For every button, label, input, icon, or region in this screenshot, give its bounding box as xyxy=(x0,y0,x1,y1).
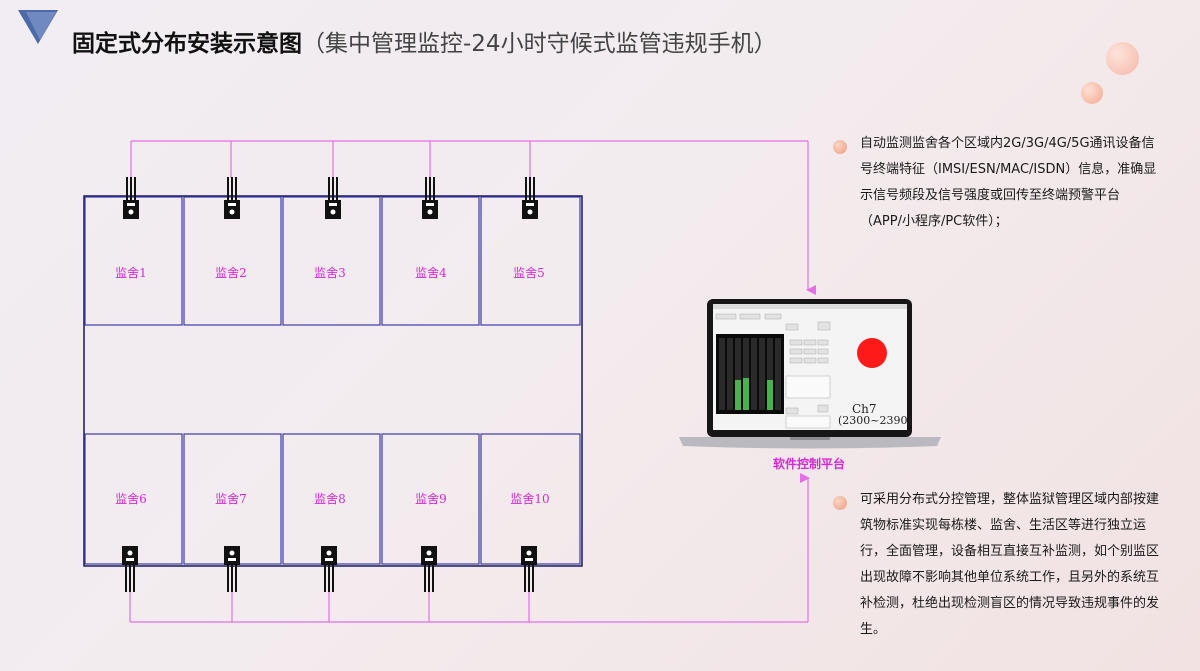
decor-circle-small xyxy=(1081,82,1103,104)
bottom-bus-lines xyxy=(129,473,810,623)
page-title: 固定式分布安装示意图（集中管理监控-24小时守候式监管违规手机） xyxy=(72,24,777,58)
room-label: 监舍5 xyxy=(513,265,545,280)
detector-device-icon xyxy=(421,546,437,592)
room-label: 监舍4 xyxy=(415,265,447,280)
building-outline xyxy=(83,195,583,567)
detector-device-icon xyxy=(521,546,537,592)
bullet-icon xyxy=(833,140,847,154)
signal-meter xyxy=(716,334,784,414)
laptop-icon: Ch7 (2300~2390) xyxy=(679,299,941,449)
logo-triangle-icon xyxy=(18,10,58,44)
room-label: 监舍9 xyxy=(415,491,447,506)
detector-device-icon xyxy=(224,546,240,592)
room-label: 监舍1 xyxy=(115,265,147,280)
room-cell xyxy=(84,196,183,326)
room-cell xyxy=(282,196,381,326)
detector-device-icon xyxy=(422,177,438,219)
room-label: 监舍6 xyxy=(115,491,147,506)
description-1: 自动监测监舍各个区域内2G/3G/4G/5G通讯设备信号终端特征（IMSI/ES… xyxy=(860,136,1157,229)
description-2: 可采用分布式分控管理，整体监狱管理区域内部按建筑物标准实现每栋楼、监舍、生活区等… xyxy=(860,492,1160,637)
detector-device-icon xyxy=(522,177,538,219)
room-label: 监舍3 xyxy=(314,265,346,280)
alert-indicator-icon xyxy=(857,338,887,368)
title-subtitle: （集中管理监控-24小时守候式监管违规手机） xyxy=(302,31,777,57)
room-label: 监舍10 xyxy=(510,491,549,506)
platform-label: 软件控制平台 xyxy=(773,456,845,471)
detector-device-icon xyxy=(325,177,341,219)
room-label: 监舍2 xyxy=(215,265,247,280)
screen-channel: Ch7 xyxy=(852,402,877,416)
detector-device-icon xyxy=(321,546,337,592)
detector-device-icon xyxy=(123,177,139,219)
detector-device-icon xyxy=(122,546,138,592)
decor-circle-large xyxy=(1106,42,1139,75)
room-label: 监舍7 xyxy=(215,491,247,506)
title-main: 固定式分布安装示意图 xyxy=(72,31,302,57)
top-bus-lines xyxy=(130,140,816,295)
bullet-icon xyxy=(833,496,847,510)
detector-device-icon xyxy=(224,177,240,219)
room-label: 监舍8 xyxy=(314,491,346,506)
screen-range: (2300~2390) xyxy=(838,414,912,427)
